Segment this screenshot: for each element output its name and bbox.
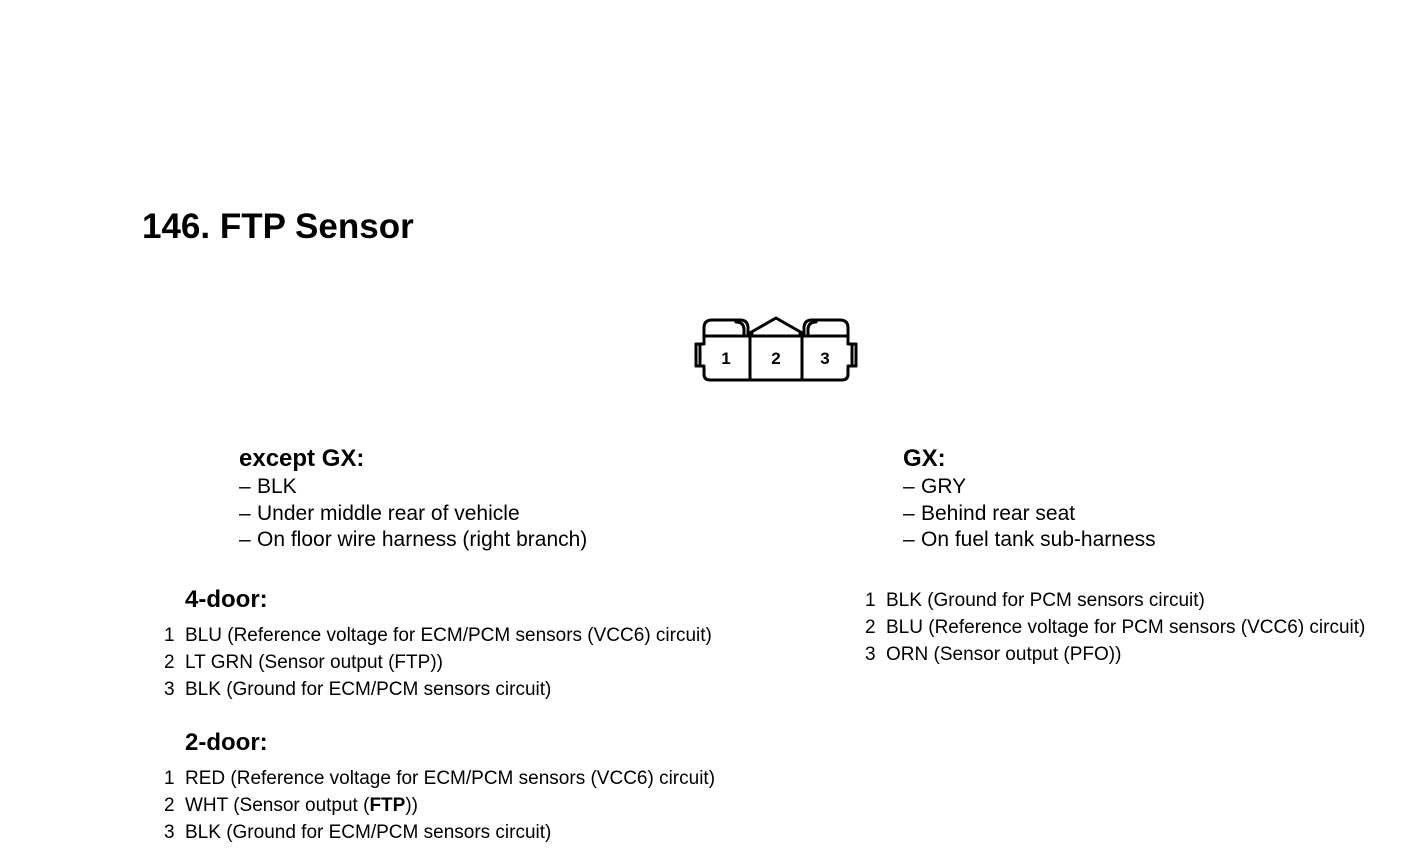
gx-block: GX: –GRY –Behind rear seat –On fuel tank… [903,444,1156,554]
gx-line: –On fuel tank sub-harness [903,527,1156,554]
pin-number: 2 [865,617,876,638]
pin-number: 2 [164,795,175,816]
dash: – [903,528,915,551]
gx-harness: On fuel tank sub-harness [921,528,1156,551]
pin-description: ORN (Sensor output (PFO)) [886,644,1122,665]
dash: – [903,501,915,525]
gx-line: –GRY [903,474,1156,501]
four-door-heading: 4-door: [185,586,268,613]
dash: – [239,528,251,551]
pin-row: 3 BLK (Ground for ECM/PCM sensors circuit… [164,676,712,703]
except-gx-location: Under middle rear of vehicle [257,501,520,525]
dash: – [239,501,251,525]
pin-number: 2 [164,652,175,673]
except-gx-line: –On floor wire harness (right branch) [239,527,587,554]
pin-row: 1 BLU (Reference voltage for ECM/PCM sens… [164,622,712,649]
pin-row: 2 WHT (Sensor output (FTP)) [164,792,715,819]
pin-row: 2 BLU (Reference voltage for PCM sensors … [865,614,1365,641]
gx-line: –Behind rear seat [903,501,1156,528]
two-door-heading: 2-door: [185,729,268,756]
page-title: 146. FTP Sensor [142,207,414,246]
dash: – [239,475,251,498]
pin-2-label: 2 [771,349,780,368]
pin-description-emphasis: FTP [369,795,406,816]
gx-location: Behind rear seat [921,501,1076,525]
pin-1-label: 1 [721,349,730,368]
pin-number: 3 [164,679,175,700]
pin-number: 1 [865,590,876,611]
pin-number: 3 [865,644,876,665]
pin-number: 3 [164,822,175,843]
pin-description: RED (Reference voltage for ECM/PCM senso… [185,768,716,789]
pin-description: BLU (Reference voltage for PCM sensors (… [886,617,1366,638]
gx-heading: GX: [903,445,946,472]
except-gx-heading: except GX: [239,445,365,472]
pin-description: BLK (Ground for PCM sensors circuit) [886,590,1205,611]
pin-number: 1 [164,768,175,789]
pin-row: 3 ORN (Sensor output (PFO)) [865,641,1365,668]
dash: – [903,475,915,498]
four-door-pin-list: 1 BLU (Reference voltage for ECM/PCM sens… [164,622,712,703]
except-gx-harness: On floor wire harness (right branch) [257,528,588,551]
pin-description: )) [405,795,418,816]
pin-description: BLU (Reference voltage for ECM/PCM senso… [185,625,712,646]
except-gx-block: except GX: –BLK –Under middle rear of ve… [239,444,587,554]
pin-row: 2 LT GRN (Sensor output (FTP)) [164,649,712,676]
pin-description: BLK (Ground for ECM/PCM sensors circuit) [185,822,552,843]
gx-color: GRY [921,475,967,498]
connector-diagram: 1 2 3 [692,314,864,391]
except-gx-line: –BLK [239,474,587,501]
except-gx-line: –Under middle rear of vehicle [239,501,587,528]
pin-row: 1 RED (Reference voltage for ECM/PCM sens… [164,765,715,792]
two-door-pin-list: 1 RED (Reference voltage for ECM/PCM sens… [164,765,715,846]
except-gx-color: BLK [257,475,297,498]
pin-3-label: 3 [820,349,829,368]
pin-number: 1 [164,625,175,646]
pin-row: 3 BLK (Ground for ECM/PCM sensors circuit… [164,819,715,846]
pin-description: BLK (Ground for ECM/PCM sensors circuit) [185,679,552,700]
pin-row: 1 BLK (Ground for PCM sensors circuit) [865,587,1365,614]
pin-description: WHT (Sensor output ( [185,795,370,816]
pin-description: LT GRN (Sensor output (FTP)) [185,652,443,673]
connector-face-icon: 1 2 3 [694,316,858,382]
